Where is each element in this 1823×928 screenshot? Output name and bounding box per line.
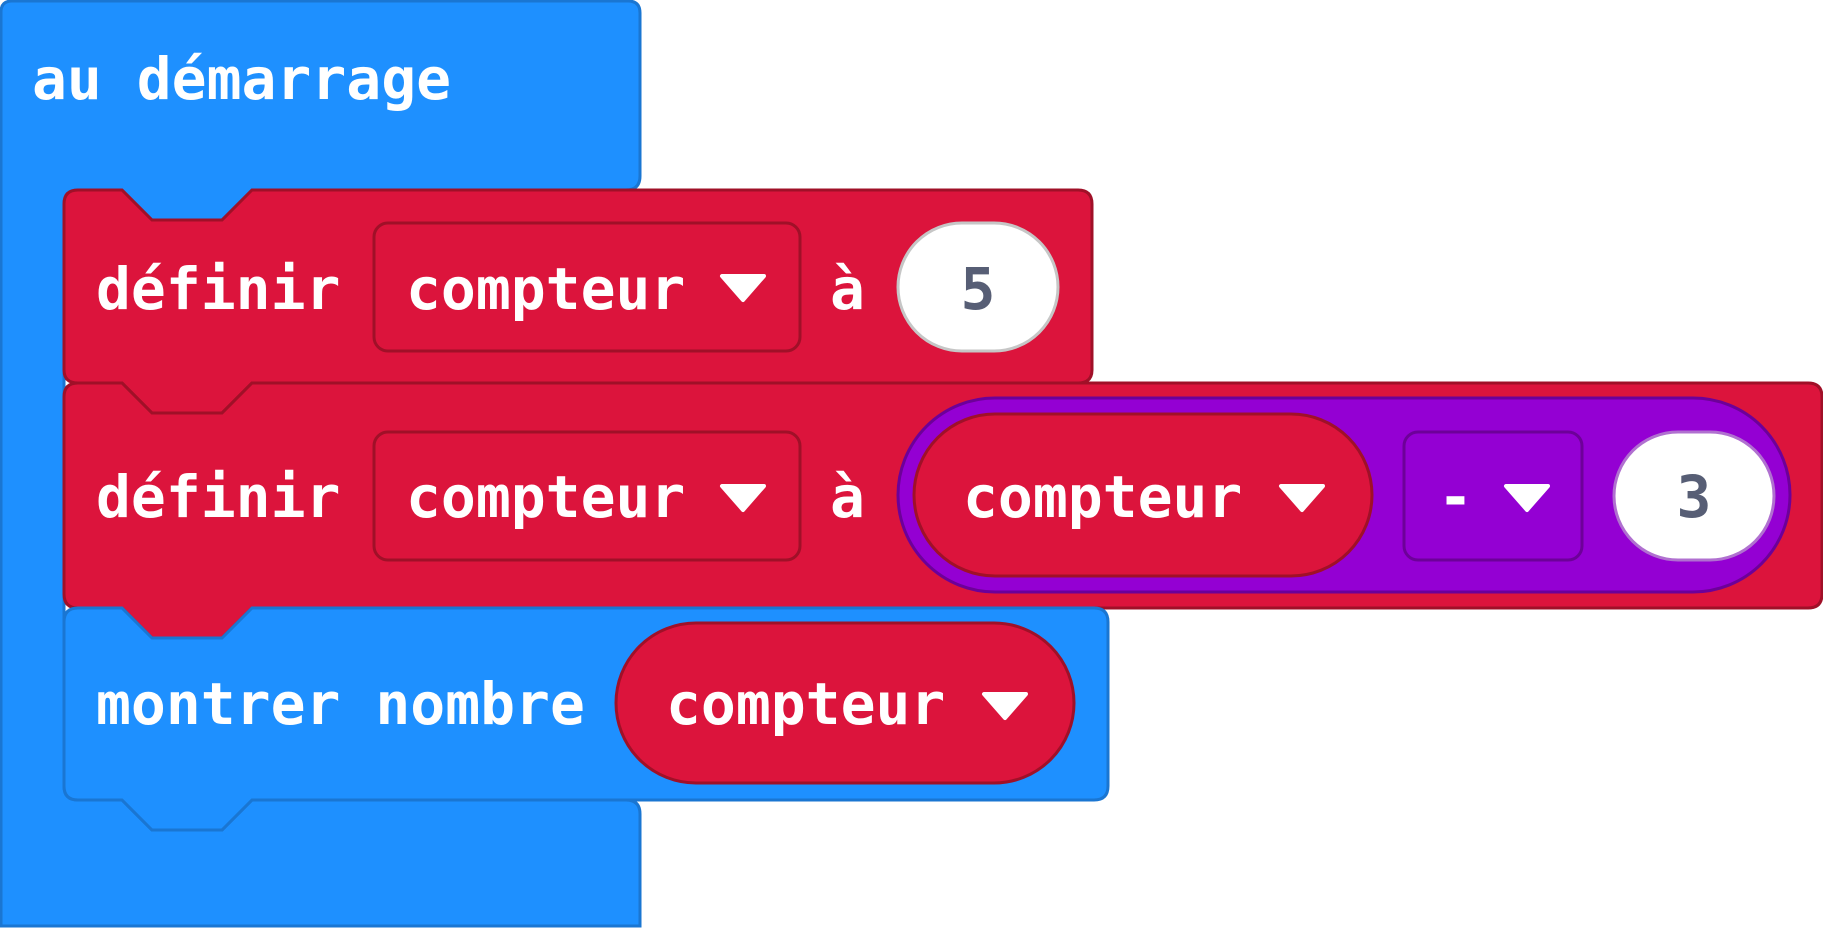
triangle-down-icon [1504,484,1550,512]
number-input-2[interactable]: 3 [1612,430,1776,562]
triangle-down-icon [720,274,766,302]
triangle-down-icon [1279,484,1325,512]
variable-reporter-show[interactable]: compteur [614,621,1076,785]
math-left-variable[interactable]: compteur [912,412,1374,578]
variable-dropdown-1[interactable]: compteur [372,221,802,353]
svg-text:-: - [1438,463,1473,531]
triangle-down-icon [720,484,766,512]
to-label-1: à [830,255,865,323]
number-input-1[interactable]: 5 [896,221,1060,353]
math-operation-block[interactable]: compteur - 3 [896,396,1792,594]
triangle-down-icon [982,692,1028,720]
svg-text:compteur: compteur [963,463,1242,531]
operator-dropdown[interactable]: - [1402,430,1584,562]
svg-text:compteur: compteur [666,670,945,738]
svg-text:5: 5 [961,255,996,323]
svg-text:compteur: compteur [406,463,685,531]
set-label-2: définir [96,463,340,531]
set-label-1: définir [96,255,340,323]
on-start-label: au démarrage [32,45,451,113]
svg-text:compteur: compteur [406,255,685,323]
svg-text:3: 3 [1677,463,1712,531]
to-label-2: à [830,463,865,531]
variable-dropdown-2[interactable]: compteur [372,430,802,562]
show-number-label: montrer nombre [96,670,585,738]
